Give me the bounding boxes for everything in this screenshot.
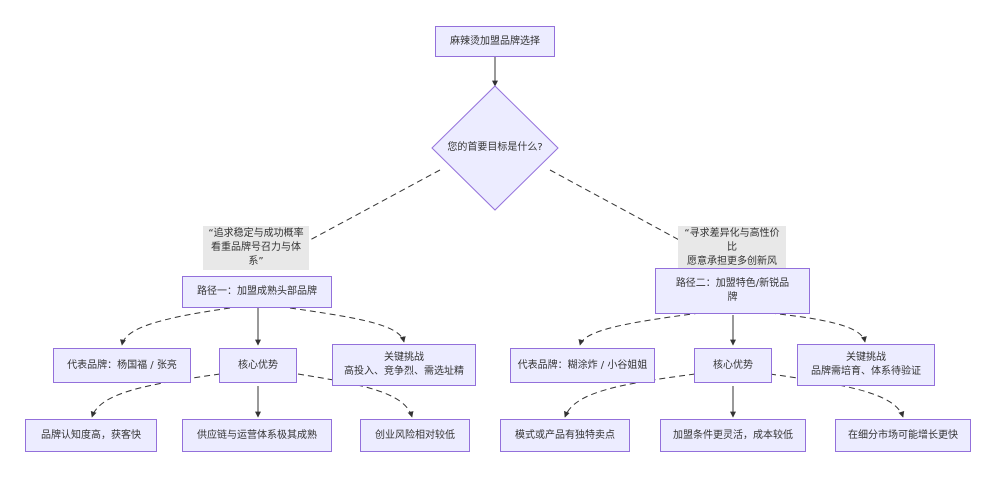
edge-path-a-brands: [119, 307, 231, 346]
a-adv3-node: 创业风险相对较低: [360, 419, 470, 452]
a-core-node: 核心优势: [219, 348, 297, 383]
edge-path-a-challenge: [289, 307, 406, 343]
b-challenge-node: 关键挑战 品牌需培育、体系待验证: [797, 344, 935, 386]
a-brands-node: 代表品牌：杨国福 / 张亮: [53, 348, 191, 383]
edge-path-b-brands: [578, 312, 701, 346]
b-core-node: 核心优势: [694, 348, 772, 383]
path-b-node: 路径二：加盟特色/新锐品 牌: [655, 268, 810, 314]
edge-label-path-a: “追求稳定与成功概率 看重品牌号召力与体系”: [203, 226, 309, 270]
b-adv1-node: 模式或产品有独特卖点: [500, 419, 630, 452]
decision-node-label: 您的首要目标是什么?: [447, 142, 543, 153]
edge-a-core-adv3: [297, 373, 414, 418]
edge-path-b-challenge: [769, 312, 867, 343]
a-adv2-node: 供应链与运营体系极其成熟: [182, 419, 332, 452]
a-adv1-node: 品牌认知度高，获客快: [25, 419, 157, 452]
edge-a-core-adv1: [90, 373, 221, 418]
path-a-node: 路径一：加盟成熟头部品牌: [182, 276, 332, 308]
root-node: 麻辣烫加盟品牌选择: [435, 26, 555, 57]
b-adv2-node: 加盟条件更灵活，成本较低: [660, 419, 806, 452]
b-brands-node: 代表品牌：糊涂炸 / 小谷姐姐: [510, 348, 655, 383]
b-adv3-node: 在细分市场可能增长更快: [835, 419, 971, 452]
edge-b-core-adv1: [564, 373, 696, 418]
edge-b-core-adv3: [769, 373, 905, 418]
a-challenge-node: 关键挑战 高投入、竞争烈、需选址精: [332, 344, 476, 386]
decision-diamond: [431, 85, 559, 211]
